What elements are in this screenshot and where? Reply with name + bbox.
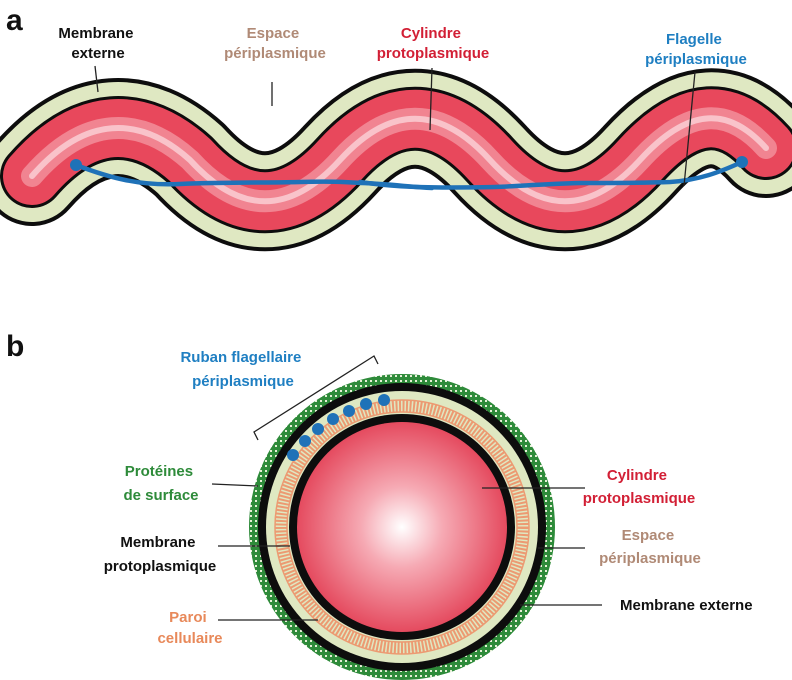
label-cylinder-a: Cylindre protoplasmique (377, 25, 490, 62)
flagellum-right-insertion (736, 156, 748, 168)
flagellum-dot (299, 435, 311, 447)
leader-surface-proteins (212, 484, 258, 486)
flagellum-dot (312, 423, 324, 435)
label-periplasmic-space-a: Espace périplasmique (224, 25, 326, 62)
protoplasmic-cylinder-b (297, 422, 507, 632)
flagellum-dot (360, 398, 372, 410)
flagellum-dot (287, 449, 299, 461)
panel-a-letter: a (6, 4, 23, 37)
flagellum-dot (343, 405, 355, 417)
label-surface-proteins: Protéines de surface (123, 463, 198, 504)
label-outer-membrane-b: Membrane externe (620, 597, 753, 614)
label-periplasmic-space-b: Espace périplasmique (599, 527, 701, 567)
label-protoplasmic-membrane: Membrane protoplasmique (104, 534, 217, 575)
label-outer-membrane-a: Membrane externe (58, 25, 137, 62)
panel-b-letter: b (6, 330, 24, 363)
spirochete-body (32, 118, 766, 201)
flagellum-dot (378, 394, 390, 406)
flagellum-left-insertion (70, 159, 82, 171)
flagellum-dot (327, 413, 339, 425)
label-cylinder-b: Cylindre protoplasmique (583, 467, 696, 507)
label-cell-wall: Paroi cellulaire (157, 609, 222, 647)
label-flagellum-a: Flagelle périplasmique (645, 31, 747, 68)
label-flagellar-ribbon: Ruban flagellaire périplasmique (180, 349, 305, 390)
cross-section (249, 374, 555, 680)
